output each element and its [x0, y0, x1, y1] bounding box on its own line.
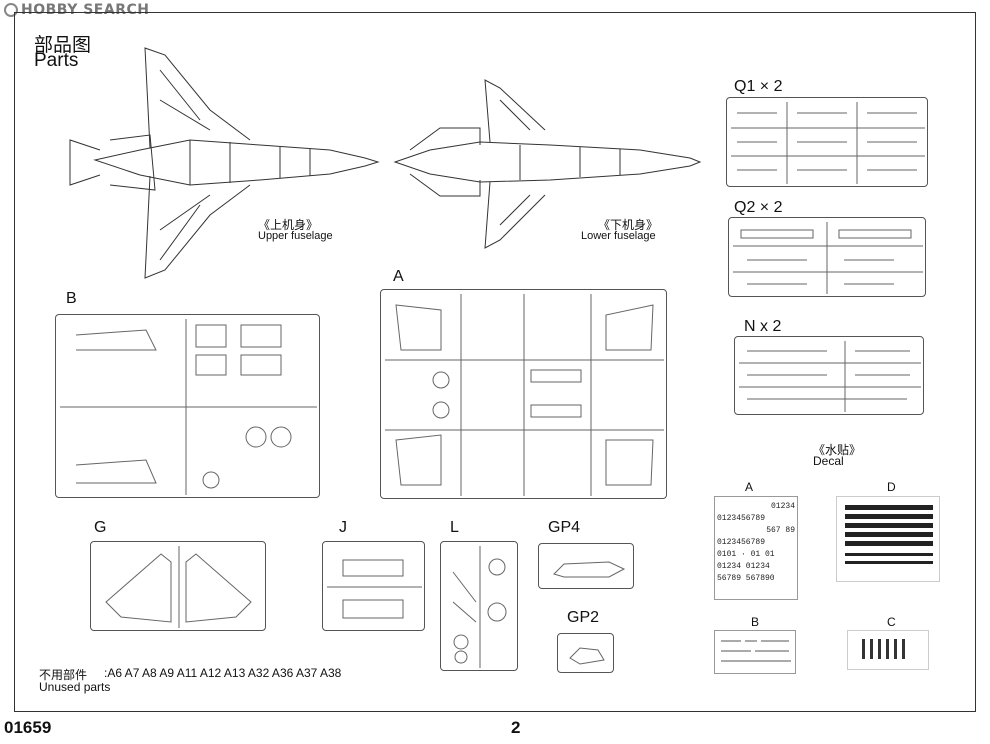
sprue-label-gp2: GP2: [567, 609, 600, 626]
sprue-l: [440, 541, 518, 671]
decal-a-line: 567 89: [766, 526, 795, 535]
decal-a-line: 0101 · 01 01: [717, 550, 775, 559]
decal-label-a: A: [745, 480, 754, 494]
sprue-label-q2: Q2 × 2: [734, 199, 783, 216]
sprue-b: [55, 314, 320, 498]
lower-caption-cn: 《下机身》: [598, 218, 659, 232]
sprue-n: [734, 336, 924, 415]
decal-label-b: B: [751, 615, 760, 629]
decal-a-line: 01234: [770, 502, 795, 511]
decal-sheet-c: [847, 630, 929, 670]
sprue-g: [90, 541, 266, 631]
upper-caption-en: Upper fuselage: [258, 230, 333, 242]
decal-label-d: D: [887, 480, 896, 494]
upper-caption-cn: 《上机身》: [258, 218, 319, 232]
decal-d-stripes: [845, 505, 933, 564]
sprue-n-parts: [739, 341, 921, 412]
watermark: HOBBY SEARCH: [4, 2, 149, 18]
sprue-label-l: L: [450, 519, 459, 536]
sprue-label-j: J: [339, 519, 347, 536]
decal-a-line: 0123456789: [717, 514, 766, 523]
decal-c-marks: [862, 639, 905, 659]
sprue-j-parts: [327, 559, 422, 619]
sprue-j: [322, 541, 425, 631]
sprue-a-parts: [385, 294, 664, 496]
decal-a-line: 01234 01234: [717, 562, 770, 571]
sprue-b-parts: [60, 319, 317, 495]
page-frame: [14, 12, 976, 712]
unused-label-en: Unused parts: [39, 680, 111, 694]
lower-fuselage-drawing: [393, 79, 702, 249]
sprue-q2: [728, 217, 926, 297]
sprue-q1: [726, 97, 928, 187]
footer-page-number: 2: [511, 718, 521, 737]
sprue-label-q1: Q1 × 2: [734, 78, 783, 95]
decal-b-marks: [721, 640, 791, 662]
decal-label-c: C: [887, 615, 896, 629]
sprue-a: [380, 289, 667, 499]
upper-fuselage-drawing: [69, 47, 380, 279]
sprue-g-parts: [105, 546, 252, 628]
sprue-gp4: [538, 543, 634, 589]
title-en: Parts: [34, 50, 79, 71]
sprue-l-parts: [452, 546, 507, 668]
logo-icon: [4, 3, 18, 17]
sprue-q2-parts: [733, 222, 923, 294]
decal-a-line: 0123456789: [717, 538, 766, 547]
decal-a-line: 56789 567890: [717, 574, 775, 583]
sprue-gp2-parts: [569, 647, 605, 665]
watermark-text: HOBBY SEARCH: [21, 2, 150, 18]
sprue-q1-parts: [731, 102, 925, 184]
decal-sheet-d: [836, 496, 940, 582]
unused-parts-list: :A6 A7 A8 A9 A11 A12 A13 A32 A36 A37 A38: [104, 666, 342, 680]
decal-title-cn: 《水贴》: [813, 443, 862, 457]
lower-caption-en: Lower fuselage: [581, 230, 656, 242]
sprue-label-g: G: [94, 519, 107, 536]
footer-code: 01659: [4, 718, 52, 737]
sprue-label-gp4: GP4: [548, 519, 581, 536]
decal-sheet-b: [714, 630, 796, 674]
sprue-label-b: B: [66, 290, 77, 307]
sprue-label-a: A: [393, 268, 404, 285]
unused-label-cn: 不用部件: [39, 668, 88, 682]
sprue-gp4-parts: [553, 561, 626, 578]
sprue-gp2: [557, 633, 614, 673]
decal-title-en: Decal: [813, 454, 844, 468]
decal-sheet-a: 01234 0123456789 567 89 0123456789 0101 …: [714, 496, 798, 600]
sprue-label-n: N x 2: [744, 318, 782, 335]
title-cn: 部品图: [34, 35, 92, 56]
